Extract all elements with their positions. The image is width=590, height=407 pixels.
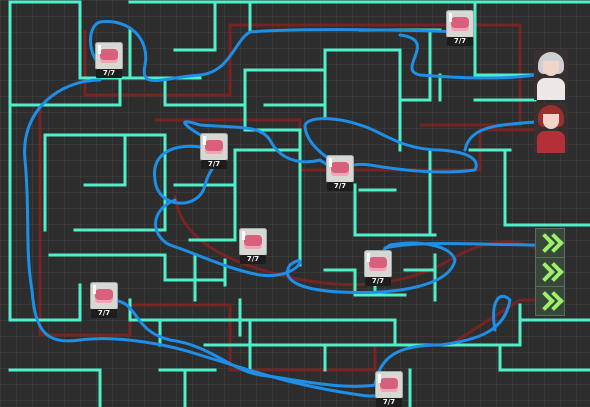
cake-icon bbox=[326, 155, 354, 183]
cake-middle-right[interactable]: 7/7 bbox=[364, 250, 392, 286]
cake-lower-left[interactable]: 7/7 bbox=[90, 282, 118, 318]
exit-arrow-icon[interactable] bbox=[535, 257, 565, 287]
drawn-route bbox=[23, 20, 537, 398]
cake-top-left[interactable]: 7/7 bbox=[95, 42, 123, 78]
cake-counter: 7/7 bbox=[201, 160, 227, 169]
cake-icon bbox=[375, 371, 403, 399]
cake-top-right[interactable]: 7/7 bbox=[446, 10, 474, 46]
white-haired-character[interactable] bbox=[534, 50, 568, 100]
cake-counter: 7/7 bbox=[447, 37, 473, 46]
cake-icon bbox=[364, 250, 392, 278]
cake-counter: 7/7 bbox=[240, 255, 266, 264]
cake-counter: 7/7 bbox=[91, 309, 117, 318]
character-face bbox=[543, 61, 559, 76]
exit-arrow-icon[interactable] bbox=[535, 228, 565, 258]
cake-icon bbox=[446, 10, 474, 38]
cake-middle[interactable]: 7/7 bbox=[239, 228, 267, 264]
cake-counter: 7/7 bbox=[376, 398, 402, 407]
cake-icon bbox=[90, 282, 118, 310]
cake-icon bbox=[200, 133, 228, 161]
cake-icon bbox=[95, 42, 123, 70]
exit-arrow-icon[interactable] bbox=[535, 286, 565, 316]
cake-center-left[interactable]: 7/7 bbox=[200, 133, 228, 169]
cake-counter: 7/7 bbox=[96, 69, 122, 78]
cake-icon bbox=[239, 228, 267, 256]
character-body bbox=[537, 78, 565, 100]
character-face bbox=[543, 114, 559, 129]
character-body bbox=[537, 131, 565, 153]
cake-counter: 7/7 bbox=[327, 182, 353, 191]
cake-counter: 7/7 bbox=[365, 277, 391, 286]
cake-center[interactable]: 7/7 bbox=[326, 155, 354, 191]
cake-bottom[interactable]: 7/7 bbox=[375, 371, 403, 407]
red-haired-character[interactable] bbox=[534, 103, 568, 153]
